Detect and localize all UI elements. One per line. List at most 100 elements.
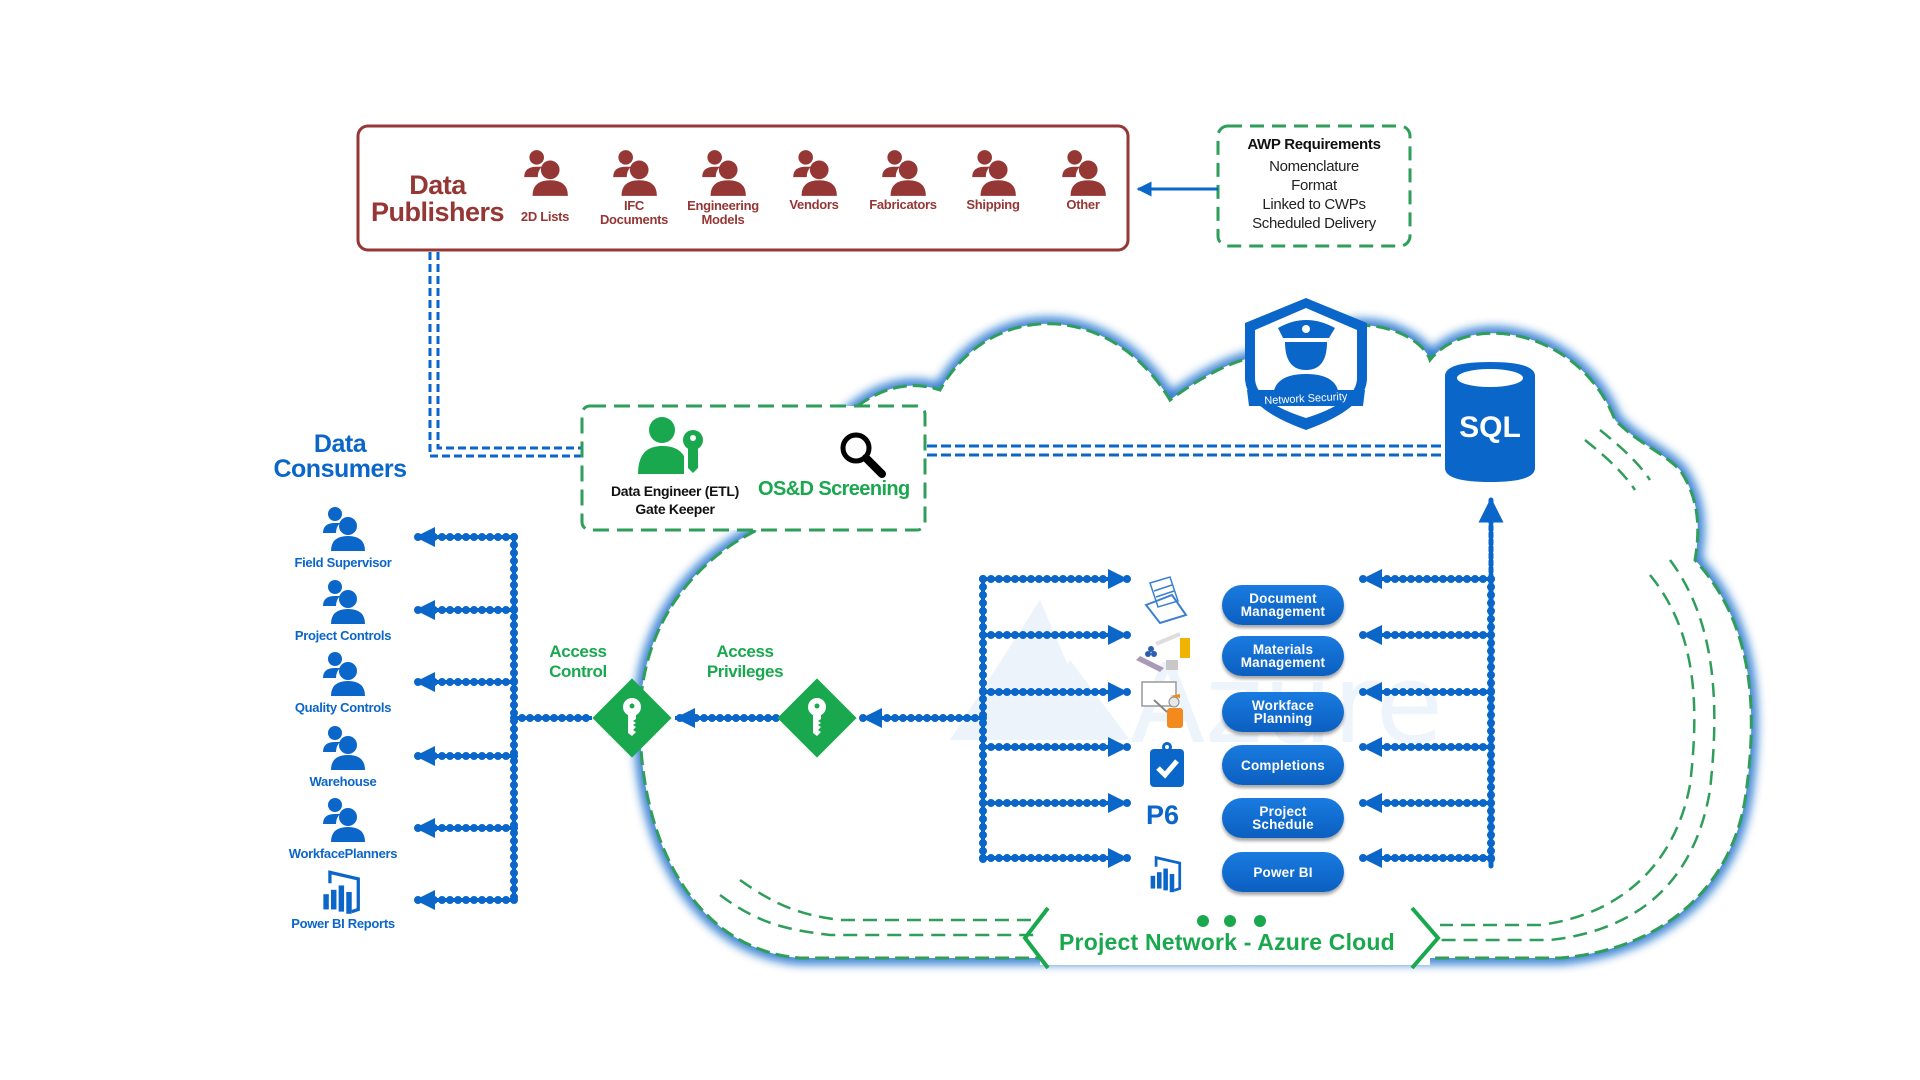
- service-label: Power BI: [1253, 864, 1313, 880]
- access-control-line1: Access: [549, 642, 607, 661]
- osd-screening-label: OS&D Screening: [758, 478, 910, 500]
- arrowhead: [1108, 737, 1128, 757]
- cloud-banner-label: Project Network - Azure Cloud: [1059, 929, 1395, 955]
- arrowhead: [675, 708, 695, 728]
- access-privileges-label: Access Privileges: [690, 642, 800, 682]
- arrowhead: [1108, 682, 1128, 702]
- users-icon: [323, 652, 365, 696]
- publishers-title: Data Publishers: [370, 172, 505, 226]
- service-label: Completions: [1241, 757, 1325, 773]
- service-label-line1: Completions: [1241, 757, 1325, 773]
- consumer-label: Power BI Reports: [291, 916, 395, 931]
- publisher-label: Other: [1066, 197, 1100, 212]
- arrowhead: [1362, 569, 1382, 589]
- users-icon: [323, 580, 365, 624]
- users-icon: [323, 726, 365, 770]
- arrowhead: [415, 527, 435, 547]
- service-label-line1: Project: [1259, 804, 1307, 819]
- awp-item: Linked to CWPs: [1262, 196, 1366, 213]
- publisher-feed-line: [428, 252, 582, 458]
- access-control-line2: Control: [549, 662, 607, 681]
- publisher-label: Shipping: [966, 197, 1020, 212]
- awp-requirements-box: [1216, 124, 1412, 248]
- users-icon: [882, 150, 926, 196]
- database-cylinder-icon: SQL: [1445, 362, 1535, 482]
- publisher-label: Fabricators: [869, 197, 937, 212]
- awp-item: Nomenclature: [1269, 158, 1359, 175]
- arrowhead: [415, 746, 435, 766]
- consumer-item: Power BI Reports: [273, 868, 413, 931]
- service-label-line2: Management: [1240, 604, 1326, 619]
- service-label-line2: Management: [1240, 655, 1326, 670]
- arrowhead: [415, 890, 435, 910]
- service-label-line1: Materials: [1252, 642, 1314, 657]
- arrowhead: [415, 600, 435, 620]
- consumer-label: Project Controls: [294, 628, 392, 643]
- publisher-label: 2D Lists: [520, 209, 570, 224]
- arrowhead: [1362, 793, 1382, 813]
- power-bi-icon: [323, 870, 360, 914]
- access-privileges-line2: Privileges: [706, 662, 784, 681]
- consumers-bus: [411, 527, 987, 910]
- users-icon: [613, 150, 657, 196]
- consumer-item: Project Controls: [273, 578, 413, 643]
- arrowhead: [415, 818, 435, 838]
- arrowhead: [1108, 569, 1128, 589]
- consumer-item: Field Supervisor: [273, 505, 413, 570]
- arrowhead: [1362, 682, 1382, 702]
- service-label-line2: Planning: [1253, 711, 1313, 726]
- awp-item: Scheduled Delivery: [1252, 215, 1376, 232]
- arrowhead: [862, 708, 882, 728]
- services-input-bus: [1358, 569, 1495, 868]
- awp-requirements: AWP Requirements Nomenclature Format Lin…: [1219, 136, 1409, 233]
- cloud-banner-bracket: [1022, 905, 1441, 970]
- publisher-label: Engineering: [687, 198, 759, 213]
- users-icon: [793, 150, 837, 196]
- gatekeeper-label-line2: Gate Keeper: [635, 501, 715, 517]
- azure-watermark: [950, 600, 1130, 740]
- arrowhead: [1362, 625, 1382, 645]
- user-key-icon: [638, 417, 703, 474]
- document-folder-icon: [1144, 576, 1188, 625]
- service-label-line1: Power BI: [1253, 864, 1313, 880]
- users-icon: [1062, 150, 1106, 196]
- service-label-line1: Document: [1249, 591, 1317, 606]
- consumers-title-line2: Consumers: [273, 455, 407, 483]
- service-pill[interactable]: Completions: [1222, 745, 1344, 785]
- arrowhead: [1108, 848, 1128, 868]
- publisher-item: Fabricators: [853, 148, 953, 212]
- service-pill[interactable]: Power BI: [1222, 852, 1344, 892]
- sql-label: SQL: [1459, 411, 1521, 444]
- banner-dot: [1254, 915, 1266, 927]
- security-guard-shield-icon: Network Security: [1245, 298, 1367, 430]
- users-icon: [524, 150, 568, 196]
- consumer-label: WorkfacePlanners: [288, 846, 398, 861]
- banner-dot: [1197, 915, 1209, 927]
- awp-title: AWP Requirements: [1247, 136, 1381, 153]
- users-icon: [323, 798, 365, 842]
- arrowhead: [415, 672, 435, 692]
- service-label-line1: Workface: [1251, 698, 1315, 713]
- consumers-title: Data Consumers: [265, 432, 415, 482]
- consumer-item: Quality Controls: [273, 650, 413, 715]
- publishers-title-line1: Data: [409, 170, 466, 200]
- publisher-label-line2: Models: [701, 212, 745, 227]
- access-control-label: Access Control: [523, 642, 633, 682]
- consumer-item: Warehouse: [273, 724, 413, 789]
- publisher-label-line2: Documents: [599, 212, 669, 227]
- users-icon: [702, 150, 746, 196]
- consumer-label: Warehouse: [309, 774, 377, 789]
- power-bi-icon: [1150, 855, 1182, 893]
- arrowhead: [1362, 848, 1382, 868]
- service-label-line2: Schedule: [1252, 817, 1314, 832]
